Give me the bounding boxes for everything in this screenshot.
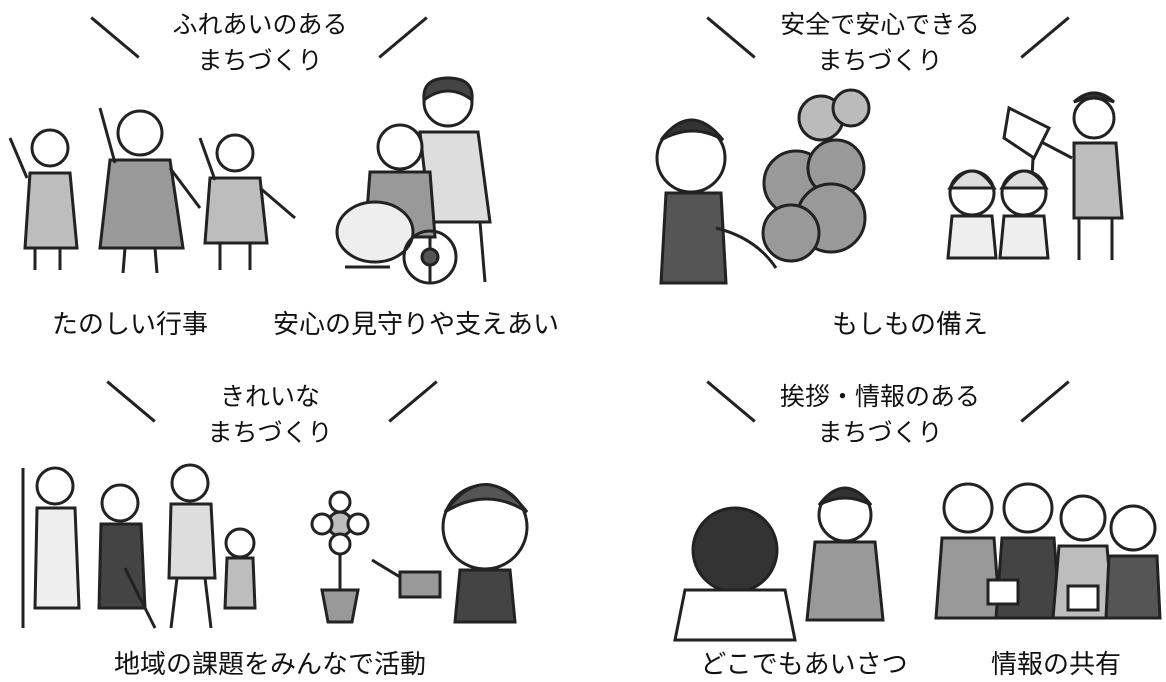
heading-slash-right [378,16,428,59]
theme-heading-line1: きれいな [219,382,320,411]
theme-heading-line1: 安全で安心できる [780,10,980,39]
heading-slash-left [706,380,756,423]
heading-slash-left [106,380,156,423]
caption-information-sharing: 情報の共有 [990,650,1121,680]
wheelchair-caregiver-illustration [330,62,520,292]
watering-flower-illustration [300,472,540,632]
theme-heading-line2: まちづくり [197,46,323,75]
heading-slash-left [706,16,756,59]
community-cleanup-illustration [5,458,265,638]
theme-heading-line1: 挨拶・情報のある [779,382,980,411]
heading-slash-right [388,380,438,423]
greeting-neighbors-illustration [665,480,905,642]
schoolchildren-crossing-guard-illustration [924,88,1134,288]
heading-slash-left [90,16,140,59]
caption-emergency-preparedness: もしもの備え [831,310,988,340]
heading-slash-right [1020,380,1070,423]
heading-slash-right [1020,16,1070,59]
fire-extinguishing-illustration [636,88,896,288]
theme-heading-line1: ふれあいのある [172,10,348,39]
theme-heading-line2: まちづくり [817,418,943,447]
caption-fun-events: たのしい行事 [51,310,208,340]
theme-heading-line2: まちづくり [817,46,943,75]
caption-greetings-everywhere: どこでもあいさつ [700,650,908,680]
festival-dancers-illustration [5,98,305,288]
theme-heading-line2: まちづくり [207,418,333,447]
information-sharing-group-illustration [928,468,1164,644]
caption-watching-support: 安心の見守りや支えあい [272,310,559,340]
caption-community-activities: 地域の課題をみんなで活動 [113,650,426,680]
